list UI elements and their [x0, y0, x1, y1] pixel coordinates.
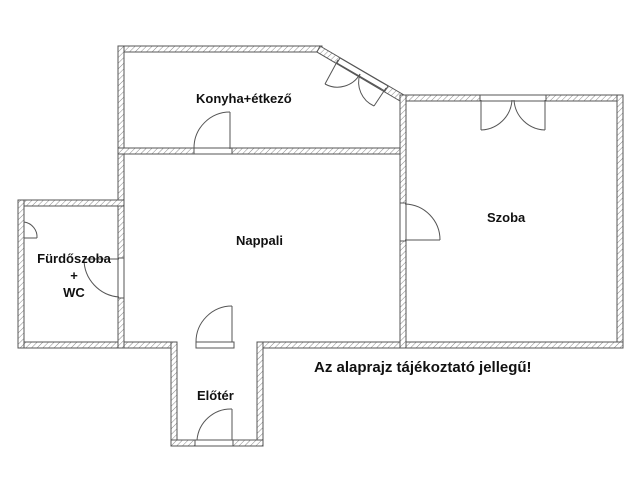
- room-label-eloter: Előtér: [197, 388, 234, 403]
- door-konyha-diagonal: [324, 57, 389, 107]
- door-szoba-side: [399, 202, 441, 242]
- walls: [17, 45, 624, 447]
- room-label-konyha: Konyha+étkező: [196, 91, 292, 106]
- door-nappali: [195, 305, 235, 349]
- door-konyha: [193, 111, 233, 155]
- disclaimer-note: Az alaprajz tájékoztató jellegű!: [314, 359, 532, 376]
- room-label-furdo-line3: WC: [63, 285, 85, 300]
- door-furdo-small: [23, 221, 38, 239]
- room-label-furdo-line2: +: [70, 268, 78, 283]
- door-entrance: [194, 408, 234, 447]
- room-label-szoba: Szoba: [487, 210, 526, 225]
- room-label-furdo-line1: Fürdőszoba: [37, 251, 111, 266]
- room-label-nappali: Nappali: [236, 233, 283, 248]
- doors: [23, 57, 547, 447]
- door-szoba-top: [479, 94, 547, 131]
- door-furdo: [83, 257, 125, 299]
- room-label-furdo: Fürdőszoba + WC: [34, 250, 114, 301]
